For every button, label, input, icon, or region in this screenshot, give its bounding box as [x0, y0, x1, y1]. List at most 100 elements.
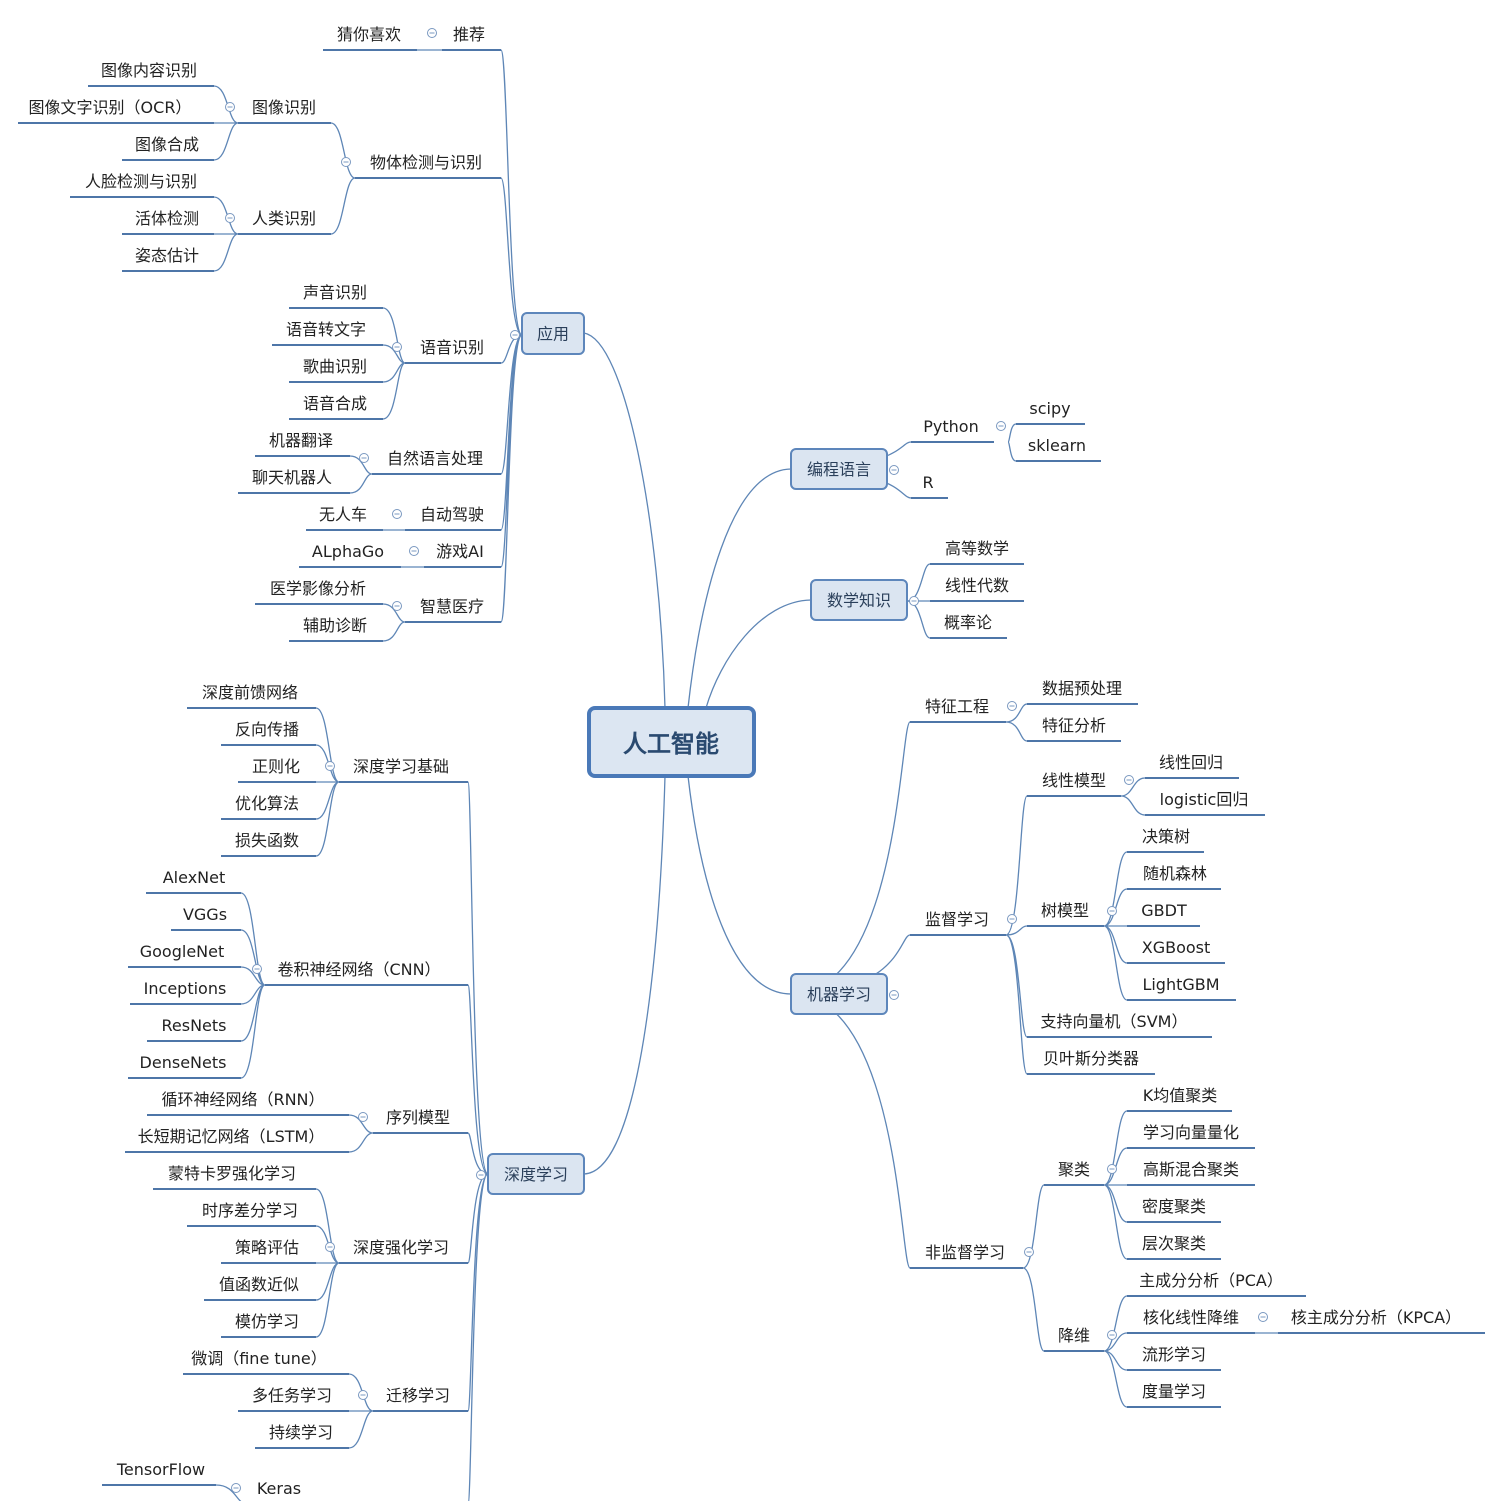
collapse-minus-icon[interactable] — [427, 28, 437, 38]
node-dl-bp[interactable]: 反向传播 — [235, 720, 299, 739]
node-math[interactable]: 数学知识 — [827, 591, 891, 610]
collapse-minus-icon[interactable] — [1007, 914, 1017, 924]
node-box-prog[interactable] — [790, 448, 888, 490]
collapse-minus-icon[interactable] — [325, 1242, 335, 1252]
node-prog-r[interactable]: R — [922, 473, 933, 492]
node-math-prob[interactable]: 概率论 — [944, 613, 992, 632]
root-node[interactable]: 人工智能 — [623, 730, 719, 758]
node-ml-manifold[interactable]: 流形学习 — [1142, 1345, 1206, 1364]
collapse-minus-icon[interactable] — [392, 601, 402, 611]
node-ml-kernel[interactable]: 核化线性降维 — [1143, 1308, 1239, 1327]
node-ml-gbdt[interactable]: GBDT — [1141, 901, 1187, 920]
node-ml-unsup[interactable]: 非监督学习 — [925, 1243, 1005, 1262]
node-box-dl[interactable] — [487, 1153, 585, 1195]
node-ml-tree[interactable]: 树模型 — [1041, 901, 1089, 920]
node-dl-cl[interactable]: 持续学习 — [269, 1423, 333, 1442]
node-dl-googlenet[interactable]: GoogleNet — [140, 942, 225, 961]
node-ml-sup[interactable]: 监督学习 — [925, 910, 989, 929]
collapse-minus-icon[interactable] — [889, 990, 899, 1000]
node-dl-pe[interactable]: 策略评估 — [235, 1238, 299, 1257]
node-app-image-ocr[interactable]: 图像文字识别（OCR） — [29, 98, 192, 117]
node-ml-pre[interactable]: 数据预处理 — [1042, 679, 1122, 698]
node-ml[interactable]: 机器学习 — [807, 985, 871, 1004]
collapse-minus-icon[interactable] — [359, 453, 369, 463]
collapse-minus-icon[interactable] — [996, 421, 1006, 431]
node-ml-fe[interactable]: 特征工程 — [925, 697, 989, 716]
node-ml-linreg[interactable]: 线性回归 — [1159, 753, 1223, 772]
node-ml-lin[interactable]: 线性模型 — [1042, 771, 1106, 790]
node-math-calc[interactable]: 高等数学 — [945, 539, 1009, 558]
collapse-minus-icon[interactable] — [1107, 1164, 1117, 1174]
collapse-minus-icon[interactable] — [1107, 1330, 1117, 1340]
node-app-chatbot[interactable]: 聊天机器人 — [252, 468, 332, 487]
node-dl-ffn[interactable]: 深度前馈网络 — [202, 683, 298, 702]
collapse-minus-icon[interactable] — [358, 1390, 368, 1400]
node-ml-rf[interactable]: 随机森林 — [1143, 864, 1207, 883]
node-dl-loss[interactable]: 损失函数 — [235, 831, 299, 850]
node-app-game[interactable]: 游戏AI — [436, 542, 484, 561]
root-node-box[interactable] — [587, 706, 756, 778]
collapse-minus-icon[interactable] — [225, 213, 235, 223]
node-box-math[interactable] — [810, 579, 908, 621]
node-ml-pca[interactable]: 主成分分析（PCA） — [1139, 1271, 1283, 1290]
node-ml-cluster[interactable]: 聚类 — [1058, 1160, 1090, 1179]
node-dl-alexnet[interactable]: AlexNet — [163, 868, 226, 887]
node-ml-density[interactable]: 密度聚类 — [1142, 1197, 1206, 1216]
node-dl-tf[interactable]: TensorFlow — [116, 1460, 205, 1479]
node-ml-logreg[interactable]: logistic回归 — [1160, 790, 1249, 809]
node-prog-sklearn[interactable]: sklearn — [1028, 436, 1086, 455]
collapse-minus-icon[interactable] — [1124, 775, 1134, 785]
node-box-app[interactable] — [521, 312, 585, 355]
collapse-minus-icon[interactable] — [909, 596, 919, 606]
node-prog-python[interactable]: Python — [923, 417, 978, 436]
node-ml-lgbm[interactable]: LightGBM — [1142, 975, 1219, 994]
node-app-mt[interactable]: 机器翻译 — [269, 431, 333, 450]
collapse-minus-icon[interactable] — [1258, 1312, 1268, 1322]
node-app-s2t[interactable]: 语音转文字 — [286, 320, 366, 339]
node-ml-dt[interactable]: 决策树 — [1142, 827, 1190, 846]
node-dl-rl[interactable]: 深度强化学习 — [353, 1238, 449, 1257]
node-app-driverless[interactable]: 无人车 — [319, 505, 367, 524]
node-ml-gmm[interactable]: 高斯混合聚类 — [1143, 1160, 1239, 1179]
collapse-minus-icon[interactable] — [476, 1170, 486, 1180]
node-app-recommend[interactable]: 推荐 — [453, 25, 485, 44]
collapse-minus-icon[interactable] — [392, 509, 402, 519]
collapse-minus-icon[interactable] — [409, 546, 419, 556]
node-ml-lvq[interactable]: 学习向量量化 — [1143, 1123, 1239, 1142]
node-dl-lstm[interactable]: 长短期记忆网络（LSTM） — [138, 1127, 325, 1146]
node-dl-seq[interactable]: 序列模型 — [386, 1108, 450, 1127]
node-app-drive[interactable]: 自动驾驶 — [420, 505, 484, 524]
node-app-pose[interactable]: 姿态估计 — [135, 246, 199, 265]
node-ml-kmeans[interactable]: K均值聚类 — [1143, 1086, 1218, 1105]
node-app-diag[interactable]: 辅助诊断 — [303, 616, 367, 635]
node-dl-mtl[interactable]: 多任务学习 — [252, 1386, 332, 1405]
node-dl-vgg[interactable]: VGGs — [183, 905, 227, 924]
collapse-minus-icon[interactable] — [252, 964, 262, 974]
node-dl-mc[interactable]: 蒙特卡罗强化学习 — [168, 1164, 296, 1183]
node-dl-densenet[interactable]: DenseNets — [140, 1053, 227, 1072]
collapse-minus-icon[interactable] — [392, 342, 402, 352]
node-prog-scipy[interactable]: scipy — [1029, 399, 1070, 418]
node-ml-metric[interactable]: 度量学习 — [1142, 1382, 1206, 1401]
node-app-image-content[interactable]: 图像内容识别 — [101, 61, 197, 80]
node-dl-tl[interactable]: 迁移学习 — [386, 1386, 450, 1405]
node-ml-hier[interactable]: 层次聚类 — [1142, 1234, 1206, 1253]
node-app-face[interactable]: 人脸检测与识别 — [85, 172, 197, 191]
node-app-human[interactable]: 人类识别 — [252, 209, 316, 228]
node-dl-resnet[interactable]: ResNets — [162, 1016, 227, 1035]
node-dl-opt[interactable]: 优化算法 — [235, 794, 299, 813]
node-ml-xgb[interactable]: XGBoost — [1142, 938, 1211, 957]
collapse-minus-icon[interactable] — [889, 465, 899, 475]
node-ml-kpca[interactable]: 核主成分分析（KPCA） — [1291, 1308, 1461, 1327]
collapse-minus-icon[interactable] — [325, 761, 335, 771]
node-dl-il[interactable]: 模仿学习 — [235, 1312, 299, 1331]
node-dl-cnn[interactable]: 卷积神经网络（CNN） — [277, 960, 440, 979]
node-ml-nb[interactable]: 贝叶斯分类器 — [1043, 1049, 1139, 1068]
node-dl-reg[interactable]: 正则化 — [252, 757, 300, 776]
node-app-image-synth[interactable]: 图像合成 — [135, 135, 199, 154]
node-math-la[interactable]: 线性代数 — [945, 576, 1009, 595]
node-app-sound[interactable]: 声音识别 — [303, 283, 367, 302]
collapse-minus-icon[interactable] — [1107, 906, 1117, 916]
node-app-speech[interactable]: 语音识别 — [420, 338, 484, 357]
node-ml-fa[interactable]: 特征分析 — [1042, 716, 1106, 735]
